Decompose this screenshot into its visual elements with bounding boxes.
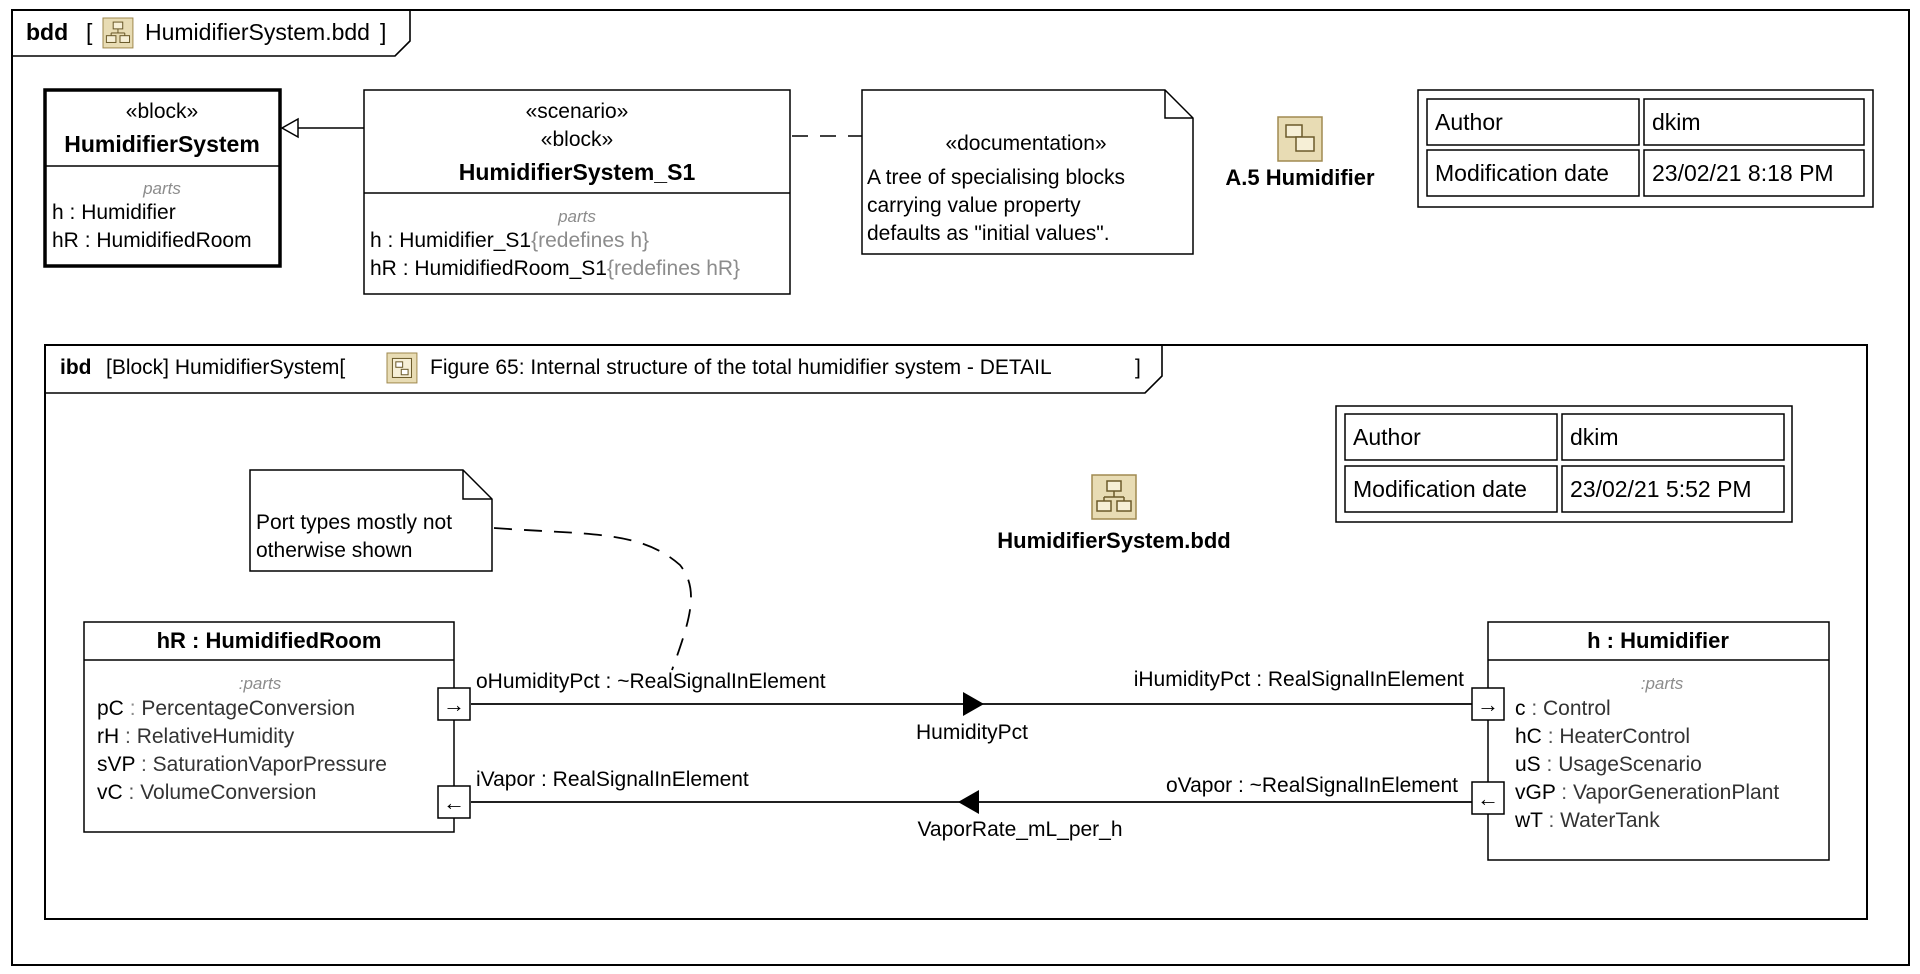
ibd-frame-bracket-close: ] (1135, 356, 1141, 379)
part-h: h : Humidifier_S1{redefines h} (370, 229, 649, 252)
compartment-label: parts (142, 179, 181, 198)
ibd-frame-kind: ibd (60, 356, 92, 379)
note-stereotype: «documentation» (945, 132, 1106, 155)
part-vC: vC : VolumeConversion (97, 781, 316, 804)
item-flow-label: HumidityPct (916, 721, 1028, 744)
package-link[interactable]: A.5 Humidifier (1225, 116, 1375, 190)
item-flow-arrow (963, 692, 984, 716)
port-arrow-left-icon: ← (1477, 786, 1499, 811)
bdd-frame-bracket-close: ] (380, 19, 386, 45)
connector-humidity[interactable]: oHumidityPct : ~RealSignalInElement iHum… (471, 668, 1472, 744)
item-flow-arrow (958, 790, 979, 814)
port-ovapor[interactable]: ← (1471, 781, 1505, 815)
modification-date-value: 23/02/21 5:52 PM (1570, 476, 1752, 502)
author-key: Author (1353, 424, 1421, 450)
note-line-1: A tree of specialising blocks (867, 166, 1125, 189)
port-label-ohumiditypct: oHumidityPct : ~RealSignalInElement (476, 670, 826, 693)
info-table-outer: Author dkim Modification date 23/02/21 8… (1417, 89, 1874, 208)
diagram-link-label: HumidifierSystem.bdd (997, 528, 1230, 553)
bdd-diagram-icon (102, 17, 134, 49)
ibd-frame-title[interactable]: Figure 65: Internal structure of the tot… (430, 356, 1052, 379)
port-arrow-right-icon: → (1477, 692, 1499, 717)
generalization-arrowhead (280, 117, 299, 139)
block-stereotype-scenario: «scenario» (526, 100, 629, 123)
documentation-note[interactable]: «documentation» A tree of specialising b… (861, 89, 1194, 255)
ibd-frame: ibd [Block] HumidifierSystem[ Figure 65:… (44, 344, 1868, 920)
port-label-ovapor: oVapor : ~RealSignalInElement (1166, 774, 1458, 797)
ibd-diagram-icon (386, 352, 418, 384)
compartment-label: :parts (1641, 674, 1684, 693)
block-name: HumidifierSystem (64, 131, 260, 157)
bdd-frame-title[interactable]: HumidifierSystem.bdd (145, 19, 370, 45)
bdd-frame-kind: bdd (26, 19, 68, 45)
part-humidified-room[interactable]: hR : HumidifiedRoom :parts pC : Percenta… (83, 621, 455, 833)
port-note-line-2: otherwise shown (256, 539, 412, 562)
port-arrow-right-icon: → (443, 692, 465, 717)
port-ivapor[interactable]: ← (437, 785, 471, 819)
part-hR: hR : HumidifiedRoom_S1{redefines hR} (370, 257, 740, 280)
note-line-3: defaults as "initial values". (867, 222, 1110, 245)
modification-date-key: Modification date (1435, 160, 1609, 186)
block-name: HumidifierSystem_S1 (459, 159, 696, 185)
author-value: dkim (1652, 109, 1701, 135)
part-sVP: sVP : SaturationVaporPressure (97, 753, 387, 776)
connector-vapor[interactable]: iVapor : RealSignalInElement oVapor : ~R… (471, 768, 1472, 841)
part-pC: pC : PercentageConversion (97, 697, 355, 720)
part-humidifier[interactable]: h : Humidifier :parts c : Control hC : H… (1487, 621, 1830, 861)
part-h: h : Humidifier (52, 201, 176, 224)
port-label-ihumiditypct: iHumidityPct : RealSignalInElement (1134, 668, 1464, 691)
compartment-label: parts (557, 207, 596, 226)
port-note-line-1: Port types mostly not (256, 511, 452, 534)
author-value: dkim (1570, 424, 1619, 450)
modification-date-value: 23/02/21 8:18 PM (1652, 160, 1834, 186)
part-uS: uS : UsageScenario (1515, 753, 1702, 776)
generalization-connector[interactable] (280, 117, 364, 139)
block-humidifier-system[interactable]: «block» HumidifierSystem parts h : Humid… (43, 88, 282, 268)
port-ihumiditypct[interactable]: → (1471, 687, 1505, 721)
part-hC: hC : HeaterControl (1515, 725, 1690, 748)
part-title: hR : HumidifiedRoom (157, 628, 382, 653)
port-note-anchor-line (493, 527, 692, 671)
part-hR: hR : HumidifiedRoom (52, 229, 252, 252)
info-table-inner: Author dkim Modification date 23/02/21 5… (1335, 405, 1793, 523)
part-title: h : Humidifier (1587, 628, 1729, 653)
author-key: Author (1435, 109, 1503, 135)
block-stereotype-block: «block» (541, 128, 613, 151)
diagram-link[interactable]: HumidifierSystem.bdd (997, 474, 1231, 553)
port-arrow-left-icon: ← (443, 790, 465, 815)
package-label: A.5 Humidifier (1225, 165, 1375, 190)
port-ohumiditypct[interactable]: → (437, 687, 471, 721)
bdd-frame-bracket-open: [ (86, 19, 93, 45)
port-label-ivapor: iVapor : RealSignalInElement (476, 768, 749, 791)
package-icon (1277, 116, 1323, 162)
bdd-frame: bdd [ HumidifierSystem.bdd ] (11, 9, 1910, 966)
item-flow-label: VaporRate_mL_per_h (917, 818, 1122, 841)
part-c: c : Control (1515, 697, 1611, 720)
bdd-diagram-icon (1091, 474, 1137, 520)
part-rH: rH : RelativeHumidity (97, 725, 295, 748)
block-stereotype: «block» (126, 100, 198, 123)
note-line-2: carrying value property (867, 194, 1081, 217)
compartment-label: :parts (239, 674, 282, 693)
part-vGP: vGP : VaporGenerationPlant (1515, 781, 1779, 804)
part-wT: wT : WaterTank (1514, 809, 1660, 832)
ibd-frame-qualifier: [Block] HumidifierSystem[ (106, 356, 345, 379)
block-scenario[interactable]: «scenario» «block» HumidifierSystem_S1 p… (363, 89, 791, 295)
modification-date-key: Modification date (1353, 476, 1527, 502)
port-note[interactable]: Port types mostly not otherwise shown (249, 469, 493, 572)
